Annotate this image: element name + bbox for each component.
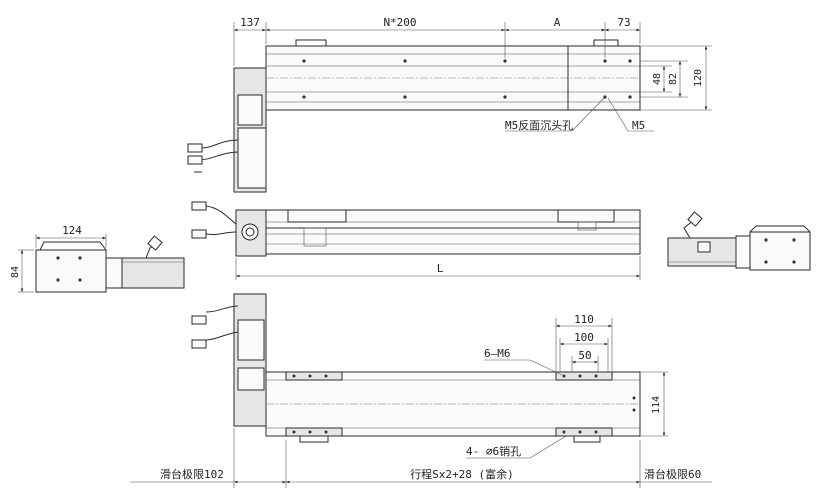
- left-end-connector: [147, 235, 163, 251]
- front-connector-1: [191, 201, 207, 211]
- sensor-left: [295, 39, 327, 47]
- bottom-holes: [292, 374, 636, 434]
- front-cable: [205, 205, 237, 236]
- dim-82: 82: [668, 73, 679, 85]
- bottom-connector-2: [191, 339, 207, 349]
- bottom-carriage-left: [285, 371, 343, 381]
- front-view: L: [191, 201, 641, 280]
- dim-l: L: [437, 262, 444, 275]
- connector-1: [187, 143, 203, 153]
- dim-84: 84: [10, 266, 21, 278]
- front-carriage-left: [287, 209, 347, 223]
- dim-73: 73: [617, 16, 630, 29]
- dim-48: 48: [652, 73, 663, 85]
- bottom-cable: [205, 305, 239, 341]
- bottom-carriage-right: [555, 371, 613, 381]
- right-end-connector: [687, 211, 703, 227]
- left-end-view: 124 84: [10, 224, 185, 293]
- top-view: 137 N*200 A 73 48 82 120 M5反面沉头孔 M5: [187, 16, 712, 193]
- dim-110: 110: [574, 313, 594, 326]
- left-end-profile: [35, 249, 107, 293]
- dim-100: 100: [574, 331, 594, 344]
- front-connector-2: [191, 229, 207, 239]
- left-end-motor: [121, 257, 185, 289]
- motor-body: [237, 127, 267, 189]
- dim-50: 50: [578, 349, 591, 362]
- dim-120: 120: [693, 69, 704, 87]
- bottom-connector-1: [191, 315, 207, 325]
- motor-shaft-icon: [241, 223, 259, 241]
- bottom-view: 110 100 50 6—M6 114 4- ∅6销孔 滑台极限102 行程Sx…: [130, 293, 712, 488]
- dim-n200: N*200: [383, 16, 416, 29]
- connector-2: [187, 155, 203, 165]
- sensor-right: [593, 39, 619, 47]
- dim-114: 114: [651, 396, 662, 414]
- coupling-block: [237, 94, 263, 126]
- dim-137: 137: [240, 16, 260, 29]
- motor-cable: [197, 139, 239, 161]
- label-m5: M5: [632, 119, 645, 132]
- label-stroke: 行程Sx2+28 (富余): [410, 467, 514, 481]
- label-m5-countersunk: M5反面沉头孔: [505, 119, 573, 132]
- right-end-profile: [749, 231, 811, 271]
- label-pin-holes: 4- ∅6销孔: [466, 444, 521, 458]
- right-end-view: [667, 211, 811, 271]
- mounting-holes: [302, 59, 632, 99]
- label-6-m6: 6—M6: [484, 347, 511, 360]
- label-limit-right: 滑台极限60: [644, 467, 701, 481]
- dim-a: A: [554, 16, 561, 29]
- label-limit-left: 滑台极限102: [160, 467, 224, 481]
- dim-124: 124: [62, 224, 82, 237]
- rail-body-front: [265, 209, 641, 255]
